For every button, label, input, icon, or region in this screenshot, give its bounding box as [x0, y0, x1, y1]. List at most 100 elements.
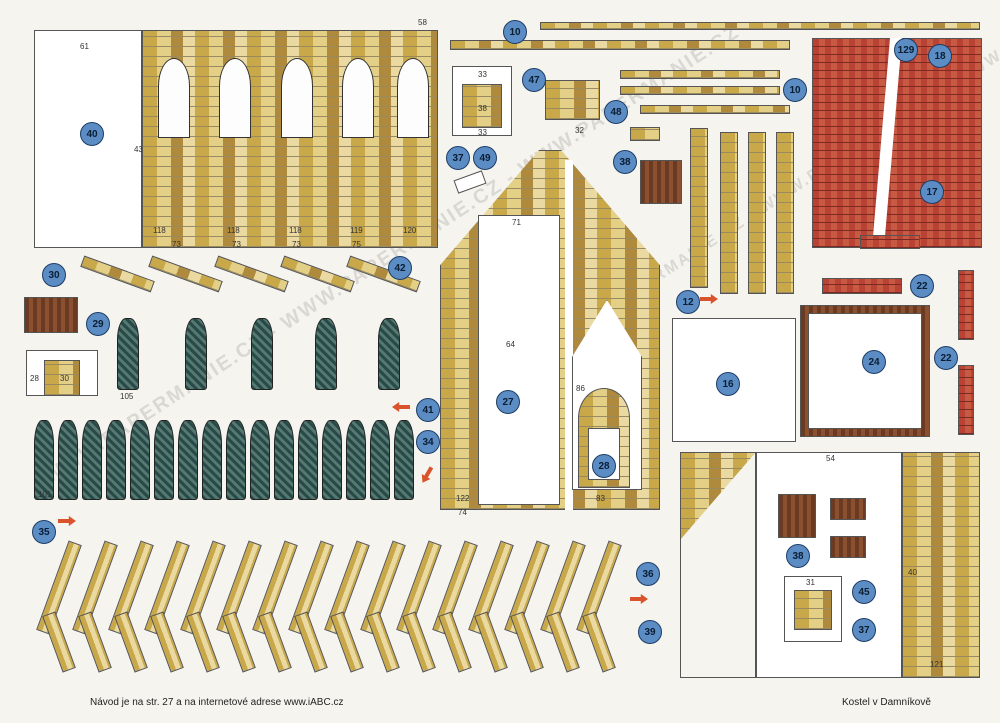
roof-strip-22a [958, 270, 974, 340]
rib-2 [720, 132, 738, 294]
part-number-38a: 38 [613, 150, 637, 174]
dim-121: 121 [930, 660, 944, 669]
part-number-40: 40 [80, 122, 104, 146]
chevron-low-1 [42, 611, 76, 673]
roof-strip-22b [958, 365, 974, 435]
window-cutout-4 [342, 58, 374, 138]
dim-75: 75 [352, 240, 361, 249]
dim-118a: 118 [153, 226, 166, 235]
window-lower-10 [250, 420, 270, 500]
window-lower-8 [202, 420, 222, 500]
footer-instructions: Návod je na str. 27 a na internetové adr… [90, 697, 344, 708]
part-48-piece [630, 127, 660, 141]
part-number-37a: 37 [446, 146, 470, 170]
dim-31: 31 [806, 578, 815, 587]
window-cutout-1 [158, 58, 190, 138]
part-number-48: 48 [604, 100, 628, 124]
window-lower-11 [274, 420, 294, 500]
window-lower-5 [130, 420, 150, 500]
window-105-2 [185, 318, 207, 390]
dim-40: 40 [908, 568, 917, 577]
window-cutout-5 [397, 58, 429, 138]
arch-strip-2 [148, 255, 223, 293]
window-lower-4 [106, 420, 126, 500]
strip-10b [620, 70, 780, 79]
window-lower-15 [370, 420, 390, 500]
chevron-low-16 [582, 611, 616, 673]
part-45-piece-a [830, 498, 866, 520]
bottom-center-panel [756, 452, 902, 678]
arrow-34 [418, 465, 436, 486]
dim-61: 61 [80, 42, 89, 51]
bottom-right-wall [902, 452, 980, 678]
dim-38: 38 [478, 104, 487, 113]
window-lower-16 [394, 420, 414, 500]
part-number-37b: 37 [852, 618, 876, 642]
part-38-door [640, 160, 682, 204]
arrow-41 [392, 402, 410, 412]
dim-32: 32 [575, 126, 584, 135]
window-105-3 [251, 318, 273, 390]
part-number-36: 36 [636, 562, 660, 586]
part-number-42: 42 [388, 256, 412, 280]
part-number-35: 35 [32, 520, 56, 544]
dim-54: 54 [826, 454, 835, 463]
window-lower-6 [154, 420, 174, 500]
dim-33b: 33 [478, 128, 487, 137]
chevron-low-13 [474, 611, 508, 673]
part-37-inner [794, 590, 832, 630]
window-105-4 [315, 318, 337, 390]
part-24-inner [808, 313, 922, 429]
chevron-low-7 [258, 611, 292, 673]
chevron-low-11 [402, 611, 436, 673]
chevron-low-15 [546, 611, 580, 673]
part-number-27: 27 [496, 390, 520, 414]
part-number-129: 129 [894, 38, 918, 62]
dim-64: 64 [506, 340, 515, 349]
window-lower-12 [298, 420, 318, 500]
part-number-17: 17 [920, 180, 944, 204]
chevron-low-5 [186, 611, 220, 673]
part-number-18: 18 [928, 44, 952, 68]
dim-71: 71 [512, 218, 521, 227]
part-38-inner [462, 84, 502, 128]
dim-105: 105 [120, 392, 134, 401]
part-number-16: 16 [716, 372, 740, 396]
part-30-inner [44, 360, 80, 396]
rib-3 [748, 132, 766, 294]
window-105-5 [378, 318, 400, 390]
arrow-35 [58, 516, 76, 526]
part-number-38b: 38 [786, 544, 810, 568]
footer-title: Kostel v Damníkově [842, 697, 931, 708]
chevron-low-2 [78, 611, 112, 673]
part-number-12: 12 [676, 290, 700, 314]
chevron-low-10 [366, 611, 400, 673]
dim-73b: 73 [232, 240, 241, 249]
part-45-piece-b [830, 536, 866, 558]
strip-10c [620, 86, 780, 95]
dim-30: 30 [60, 374, 69, 383]
dim-28: 28 [30, 374, 39, 383]
part-number-45: 45 [852, 580, 876, 604]
part-number-41: 41 [416, 398, 440, 422]
part-number-10b: 10 [783, 78, 807, 102]
window-lower-1 [34, 420, 54, 500]
window-lower-9 [226, 420, 246, 500]
chevron-low-6 [222, 611, 256, 673]
dim-118b: 118 [227, 226, 240, 235]
dim-119: 119 [350, 226, 363, 235]
arrow-36 [630, 594, 648, 604]
chevron-low-12 [438, 611, 472, 673]
dim-101: 101 [38, 490, 52, 499]
part-number-47: 47 [522, 68, 546, 92]
part-27-center [478, 215, 560, 505]
arch-strip-3 [214, 255, 289, 293]
part-number-39: 39 [638, 620, 662, 644]
dim-73c: 73 [292, 240, 301, 249]
part-number-34: 34 [416, 430, 440, 454]
strip-top [540, 22, 980, 30]
window-105-1 [117, 318, 139, 390]
dim-33a: 33 [478, 70, 487, 79]
dim-86: 86 [576, 384, 585, 393]
